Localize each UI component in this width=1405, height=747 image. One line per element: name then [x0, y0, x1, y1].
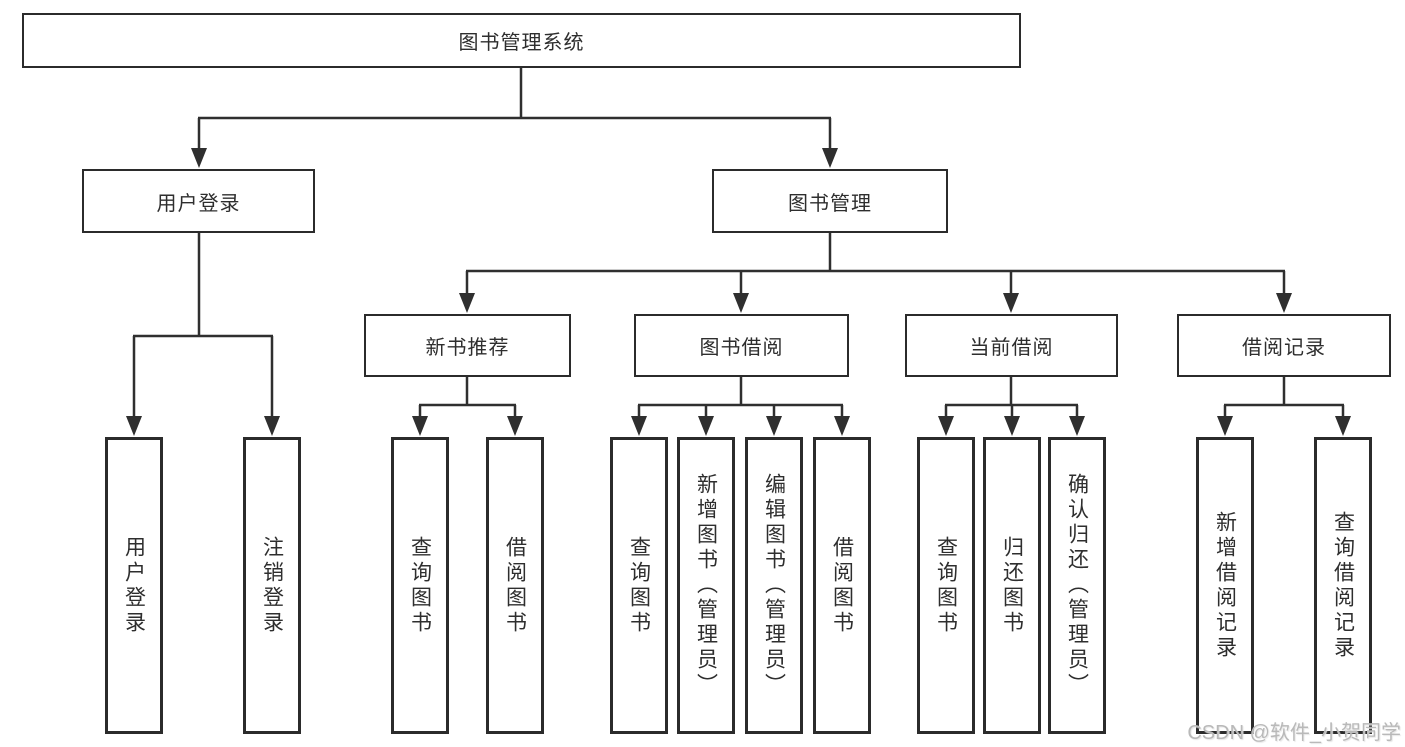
node-new-book-recommend: 新书推荐 — [364, 314, 571, 377]
node-user-login: 用户登录 — [82, 169, 315, 233]
node-root: 图书管理系统 — [22, 13, 1021, 68]
leaf-borrow-books-recommend: 借阅图书 — [486, 437, 544, 734]
leaf-user-login: 用户登录 — [105, 437, 163, 734]
leaf-query-borrow-record: 查询借阅记录 — [1314, 437, 1372, 734]
leaf-query-books-borrow: 查询图书 — [610, 437, 668, 734]
leaf-add-book-admin: 新增图书（管理员） — [677, 437, 735, 734]
node-current-borrow: 当前借阅 — [905, 314, 1118, 377]
leaf-query-books-current: 查询图书 — [917, 437, 975, 734]
node-book-management: 图书管理 — [712, 169, 948, 233]
leaf-edit-book-admin: 编辑图书（管理员） — [745, 437, 803, 734]
leaf-return-book: 归还图书 — [983, 437, 1041, 734]
leaf-add-borrow-record: 新增借阅记录 — [1196, 437, 1254, 734]
watermark: CSDN @软件_小贺同学 — [1187, 722, 1401, 744]
leaf-logout: 注销登录 — [243, 437, 301, 734]
node-book-borrow: 图书借阅 — [634, 314, 849, 377]
leaf-query-books-recommend: 查询图书 — [391, 437, 449, 734]
arrowheads — [126, 148, 1351, 436]
leaf-confirm-return-admin: 确认归还（管理员） — [1048, 437, 1106, 734]
leaf-borrow-books: 借阅图书 — [813, 437, 871, 734]
node-borrow-records: 借阅记录 — [1177, 314, 1391, 377]
